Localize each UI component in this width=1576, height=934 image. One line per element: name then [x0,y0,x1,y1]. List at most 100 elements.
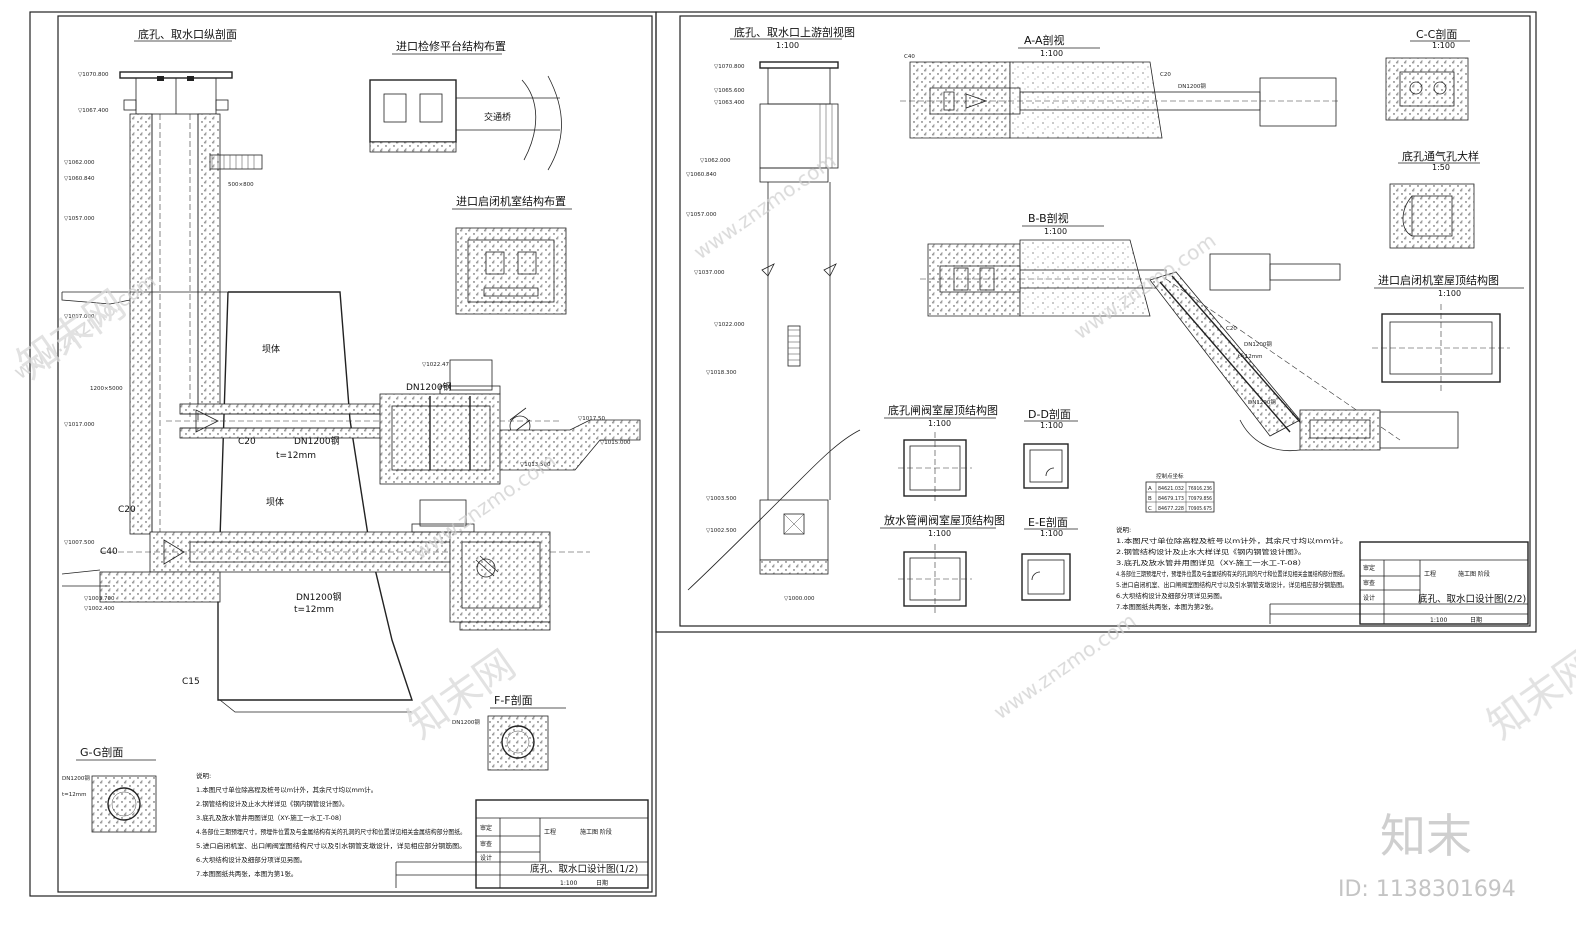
coord-table-title: 控制点坐标 [1156,472,1184,480]
cc-section: C-C剖面 1:100 [1385,27,1470,121]
elevation-label: ▽1062.000 [64,160,95,166]
pipe-label-3: DN1200钢 [296,591,342,603]
drain-roof-scale: 1:100 [928,529,951,538]
coord-cell: C [1148,506,1152,512]
watermark-logo: 知末 [1380,809,1472,863]
sheet1-notes: 说明: 1.本图尺寸单位除高程及桩号以m计外，其余尺寸均以mm计。 2.钢管结构… [196,771,466,878]
ee-section: E-E剖面 1:100 [1021,515,1078,601]
elevation-label: ▽1063.400 [714,100,745,106]
elevation-label: ▽1057.000 [64,216,95,222]
elevation-label: ▽1070.800 [714,64,745,70]
hoist-roof: 进口启闭机室屋顶结构图 1:100 [1372,273,1524,392]
watermark-brand: 知末网 [9,282,134,389]
pipe-label: DN1200钢 [1244,340,1272,348]
gate-size-label: 1200×5000 [90,386,123,392]
note-line: 2.钢管结构设计及止水大样详见《钢内钢管设计图》。 [196,799,348,808]
note-line: 5.进口启闭机室、出口闸阀室图结构尺寸以及引水钢管支墩设计，详见相应部分钢筋图。 [196,841,466,850]
intake-tower [119,71,263,535]
pipe-thickness: t=12mm [1238,354,1262,360]
elevation-label: ▽1022.000 [714,322,745,328]
upper-outlet-pipe: DN1200钢 t=12mm C20 DN1200钢 [166,359,641,485]
hoist-roof-scale: 1:100 [1438,289,1461,298]
coord-cell: 76916.236 [1188,486,1212,492]
note-line: 3.底孔及放水管井用图详见（XY-施工一水工-T-08） [1116,558,1306,567]
elevation-label: ▽1060.840 [64,176,95,182]
concrete-label-c40: C40 [100,547,118,557]
platform-title: 进口检修平台结构布置 [396,39,506,53]
tb-check-label: 审定 [480,824,492,832]
sheet2-title-block: 审定 审查 设计 工程 施工图 阶段 底孔、取水口设计图(2/2) 1:100 … [1269,541,1529,625]
pipe-label-1: DN1200钢 [294,435,340,447]
concrete-label: C20 [1226,326,1237,332]
elevation-label: ▽1062.000 [700,158,731,164]
pipe-label: DN1200钢 [1248,398,1276,406]
note-line: 7.本图图纸共两张，本图为第1张。 [196,869,297,878]
ee-scale: 1:100 [1040,529,1063,538]
upstream-title: 底孔、取水口上游剖视图 [734,25,855,39]
tb-date: 日期 [596,879,608,887]
concrete-label: C20 [1160,72,1171,78]
gate-roof-title: 底孔闸阀室屋顶结构图 [888,403,998,417]
notes-heading: 说明: [196,771,211,780]
dd-section: D-D剖面 1:100 [1023,407,1078,489]
cc-scale: 1:100 [1432,41,1455,50]
note-line: 4.各部位三期预埋尺寸，预埋件位置及与金属结构有关的孔洞的尺寸和位置详见相关金属… [1116,569,1348,578]
elevation-label: ▽1037.000 [64,314,95,320]
tb-review-label: 审查 [1363,579,1375,587]
pipe-label-2: DN1200钢 [406,381,452,393]
elevation-label: ▽1002.500 [706,528,737,534]
ff-title: F-F剖面 [494,693,533,707]
dam-label-upper: 坝体 [262,343,280,355]
sheet2-notes: 说明: 1.本图尺寸单位除高程及桩号以m计外，其余尺寸均以mm计。 2.钢管结构… [1116,525,1348,611]
dd-title: D-D剖面 [1028,407,1071,421]
drain-roof-title: 放水管闸阀室屋顶结构图 [884,513,1005,527]
vent-title: 底孔通气孔大样 [1402,149,1479,163]
coord-cell: 84677.228 [1158,506,1184,512]
hoist-room-layout: 进口启闭机室结构布置 [452,194,572,315]
gate-roof: 底孔闸阀室屋顶结构图 1:100 [884,403,998,504]
platform-layout: 进口检修平台结构布置 交通桥 [369,39,562,171]
note-line: 3.底孔及放水管井用图详见（XY-施工一水工-T-08） [196,813,346,822]
elevation-label: ▽1015.000 [600,440,631,446]
tb-title: 底孔、取水口设计图(1/2) [530,863,638,875]
tb-project-label: 工程 [1424,570,1436,578]
tb-title: 底孔、取水口设计图(2/2) [1418,593,1526,605]
hoist-roof-title: 进口启闭机室屋顶结构图 [1378,273,1499,287]
coord-cell: A [1148,486,1152,492]
gate-size-label: 500×800 [228,182,254,188]
elevation-label: ▽1003.700 [84,596,115,602]
aa-scale: 1:100 [1040,49,1063,58]
coord-cell: B [1148,496,1152,502]
note-line: 7.本图图纸共两张，本图为第2张。 [1116,602,1217,611]
drain-roof: 放水管闸阀室屋顶结构图 1:100 [880,513,1005,614]
note-line: 1.本图尺寸单位除高程及桩号以m计外，其余尺寸均以mm计。 [196,785,377,794]
gg-t: t=12mm [62,792,86,798]
elevation-label: ▽1003.500 [706,496,737,502]
elevation-label: ▽1017.000 [64,422,95,428]
note-line: 5.进口启闭机室、出口闸阀室图结构尺寸以及引水钢管支墩设计，详见相应部分钢筋图。 [1116,580,1348,589]
gg-title: G-G剖面 [80,745,123,759]
pipe-thickness-1: t=12mm [276,451,316,461]
dam-body: 坝体 坝体 [61,291,413,713]
tb-scale: 1:100 [1430,617,1447,624]
elevation-label: ▽1057.000 [686,212,717,218]
upstream-scale: 1:100 [776,41,799,50]
note-line: 1.本图尺寸单位除高程及桩号以m计外，其余尺寸均以mm计。 [1116,536,1348,545]
bb-scale: 1:100 [1044,227,1067,236]
tb-design-label: 设计 [480,854,492,862]
elevation-label: ▽1022.47 [422,362,449,368]
tb-date: 日期 [1470,616,1482,624]
sheet-2-frame [655,11,1537,633]
sheet2-elevations: ▽1070.800 ▽1065.600 ▽1063.400 ▽1062.000 … [686,64,815,602]
note-line: 6.大坝结构设计及细部分项详见另图。 [1116,591,1226,600]
bb-section: B-B剖视 1:100 C20 DN1200钢 t=12mm DN1200钢 [920,211,1459,452]
note-line: 2.钢管结构设计及止水大样详见《钢内钢管设计图》。 [1116,547,1306,556]
elevation-label: ▽1067.400 [78,108,109,114]
elevation-label: ▽1017.50 [578,416,605,422]
gg-pipe: DN1200钢 [62,774,90,782]
elevation-label: ▽1060.840 [686,172,717,178]
coord-cell: 70905.675 [1188,506,1212,512]
cc-title: C-C剖面 [1416,27,1457,41]
elevation-label: ▽1070.800 [78,72,109,78]
